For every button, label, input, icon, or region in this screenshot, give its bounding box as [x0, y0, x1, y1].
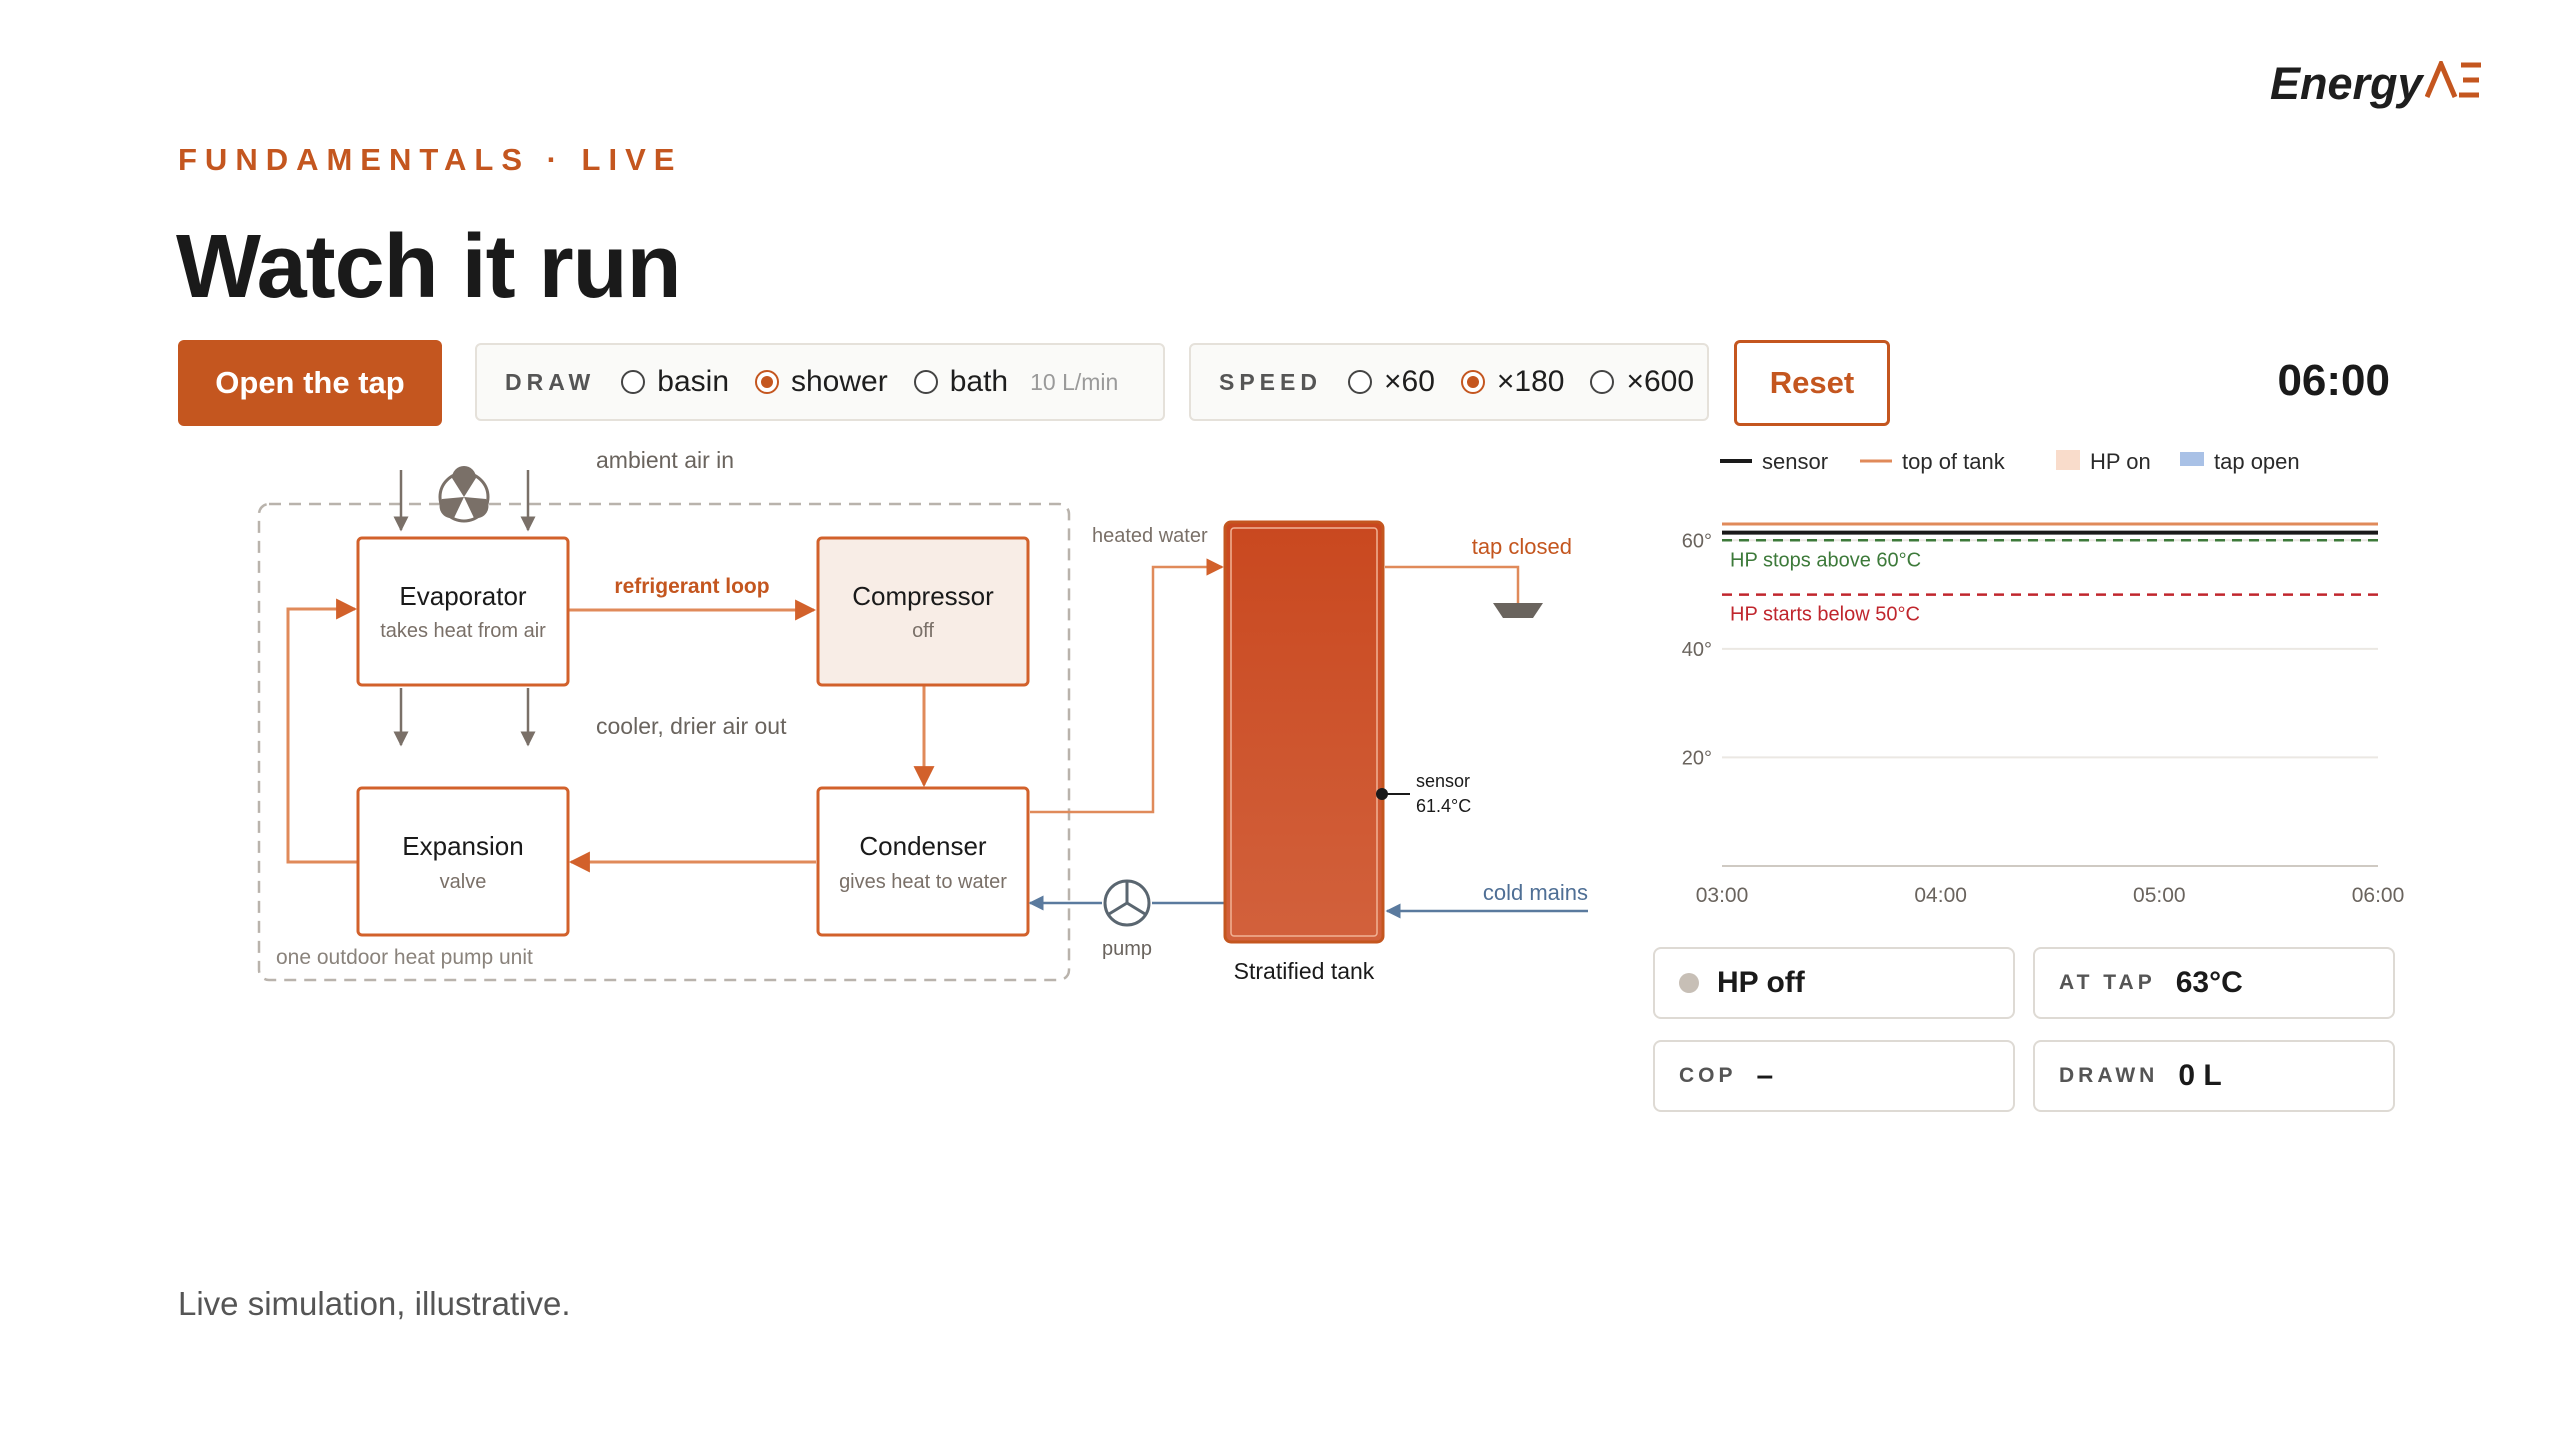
draw-label: DRAW	[505, 368, 596, 395]
radio-icon	[913, 370, 938, 394]
speed-option-180[interactable]: ×180	[1460, 365, 1564, 399]
draw-option-bath[interactable]: bath	[913, 365, 1008, 399]
legend-sensor: sensor	[1762, 449, 1828, 474]
cop-label: COP	[1679, 1064, 1737, 1087]
outdoor-unit-boundary	[257, 502, 1071, 982]
radio-icon	[1347, 370, 1372, 394]
tap-state-label: tap closed	[1472, 534, 1572, 559]
radio-selected-icon	[755, 370, 779, 394]
cold-mains-label: cold mains	[1483, 880, 1588, 905]
brand-logo: Energy	[2270, 58, 2483, 110]
legend-swatch-hp-on	[2056, 450, 2080, 470]
threshold-label-stop: HP stops above 60°C	[1730, 549, 1921, 571]
at-tap-value: 63°C	[2175, 966, 2243, 999]
legend-hp-on: HP on	[2090, 449, 2151, 474]
hp-status: HP off	[1717, 966, 1805, 999]
drawn-label: DRAWN	[2059, 1064, 2159, 1087]
sim-clock: 06:00	[2277, 356, 2390, 405]
speed-option-60[interactable]: ×60	[1347, 365, 1435, 399]
cop-card: COP –	[1653, 1040, 2015, 1112]
tap-icon	[1493, 603, 1543, 618]
open-tap-button[interactable]: Open the tap	[178, 340, 442, 426]
radio-icon	[621, 370, 646, 394]
stratified-tank	[1223, 520, 1385, 944]
condenser-title: Condenser	[859, 831, 987, 861]
chart-series	[1722, 522, 2378, 535]
sensor-label: sensor	[1416, 771, 1470, 791]
pump-label: pump	[1102, 938, 1152, 960]
refrigerant-loop-label: refrigerant loop	[614, 575, 769, 598]
expansion-subtitle: valve	[440, 871, 487, 893]
at-tap-card: AT TAP 63°C	[2033, 947, 2395, 1019]
radio-icon	[1590, 370, 1615, 394]
unit-caption: one outdoor heat pump unit	[276, 946, 533, 969]
draw-option-basin[interactable]: basin	[621, 365, 729, 399]
pump-icon	[1103, 879, 1151, 927]
expansion-title: Expansion	[402, 831, 523, 861]
evaporator-box: Evaporator takes heat from air	[356, 536, 570, 687]
x-tick-label: 04:00	[1914, 884, 1967, 907]
compressor-status: off	[912, 620, 934, 642]
y-tick-label: 20°	[1682, 747, 1712, 769]
y-tick-label: 60°	[1682, 530, 1712, 552]
draw-rate: 10 L/min	[1030, 368, 1119, 395]
chart-x-ticks: 03:00 04:00 05:00 06:00	[1696, 884, 2405, 907]
chart-y-ticks: 20° 40° 60°	[1682, 530, 1712, 769]
cop-value: –	[1756, 1059, 1774, 1092]
tank-label: Stratified tank	[1234, 958, 1375, 984]
ambient-air-label: ambient air in	[596, 447, 734, 473]
drawn-value: 0 L	[2178, 1059, 2222, 1092]
temperature-chart: sensor top of tank HP on tap open HP sto…	[1682, 449, 2405, 907]
brand-mark-icon	[2424, 61, 2481, 98]
legend-top-of-tank: top of tank	[1902, 449, 2006, 474]
drawn-card: DRAWN 0 L	[2033, 1040, 2395, 1112]
compressor-box: Compressor off	[816, 536, 1030, 687]
fan-icon	[438, 466, 490, 523]
heated-water-pipe	[1030, 558, 1224, 814]
sensor-value: 61.4°C	[1416, 796, 1471, 816]
speed-option-600[interactable]: ×600	[1590, 365, 1694, 399]
chart-thresholds: HP stops above 60°C HP starts below 50°C	[1722, 539, 2378, 626]
chart-grid	[1722, 539, 2378, 867]
x-tick-label: 03:00	[1696, 884, 1749, 907]
legend-swatch-tap-open	[2180, 452, 2204, 466]
page-title: Watch it run	[176, 217, 682, 317]
legend-tap-open: tap open	[2214, 449, 2300, 474]
section-eyebrow: FUNDAMENTALS · LIVE	[178, 142, 683, 177]
evaporator-title: Evaporator	[399, 581, 527, 611]
status-dot-icon	[1679, 973, 1699, 993]
reset-button[interactable]: Reset	[1734, 340, 1890, 426]
x-tick-label: 05:00	[2133, 884, 2186, 907]
footer-note: Live simulation, illustrative.	[178, 1285, 571, 1322]
y-tick-label: 40°	[1682, 639, 1712, 661]
condenser-box: Condenser gives heat to water	[816, 786, 1030, 937]
expansion-valve-box: Expansion valve	[356, 786, 570, 937]
tap-pipe	[1385, 565, 1520, 603]
brand-name: Energy	[2270, 58, 2423, 109]
at-tap-label: AT TAP	[2059, 971, 2156, 994]
draw-selector: DRAW basin shower bath 10 L/min	[475, 343, 1165, 421]
x-tick-label: 06:00	[2352, 884, 2405, 907]
radio-selected-icon	[1460, 370, 1485, 394]
chart-legend: sensor top of tank HP on tap open	[1720, 449, 2300, 474]
heat-pump-diagram: one outdoor heat pump unit ambient air i…	[257, 447, 1588, 984]
condenser-subtitle: gives heat to water	[839, 871, 1007, 893]
evaporator-subtitle: takes heat from air	[380, 620, 546, 642]
compressor-title: Compressor	[852, 581, 994, 611]
speed-selector: SPEED ×60 ×180 ×600	[1189, 343, 1709, 421]
heated-water-label: heated water	[1092, 525, 1208, 547]
speed-label: SPEED	[1219, 368, 1322, 395]
draw-option-shower[interactable]: shower	[755, 365, 888, 399]
air-out-label: cooler, drier air out	[596, 713, 787, 739]
hp-status-card: HP off	[1653, 947, 2015, 1019]
threshold-label-start: HP starts below 50°C	[1730, 604, 1920, 626]
